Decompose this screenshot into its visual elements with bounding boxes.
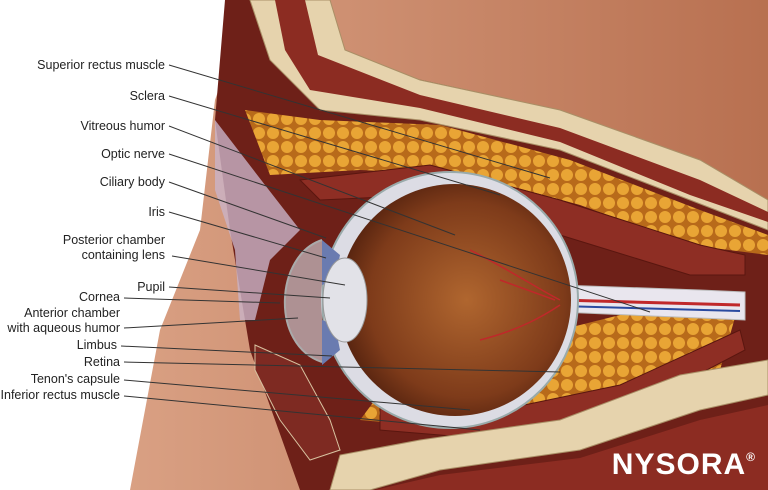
label-iris: Iris: [148, 205, 165, 219]
nysora-logo: NYSORA®: [612, 448, 756, 482]
leader-iris: [168, 211, 327, 259]
label-retina: Retina: [83, 355, 120, 369]
logo-registered-mark: ®: [746, 450, 756, 464]
label-tenons-capsule: Tenon's capsule: [30, 372, 120, 386]
label-optic-nerve: Optic nerve: [101, 147, 165, 161]
leader-vitreous: [168, 125, 456, 236]
label-cornea: Cornea: [79, 290, 120, 304]
vitreous-shape: [339, 184, 571, 416]
label-superior-rectus: Superior rectus muscle: [37, 58, 165, 72]
leader-inferior-rectus: [123, 395, 481, 431]
leader-tenons: [123, 379, 471, 411]
label-ciliary-body: Ciliary body: [99, 175, 165, 189]
label-anterior-chamber: Anterior chamber with aqueous humor: [7, 306, 120, 336]
leader-lines: [120, 64, 651, 431]
label-anterior-chamber-line1: Anterior chamber: [24, 306, 120, 320]
upper-eyelid: [215, 120, 300, 320]
label-posterior-chamber-line2: containing lens: [81, 248, 165, 262]
leader-posterior-chamber: [171, 255, 346, 286]
label-anterior-chamber-line2: with aqueous humor: [7, 321, 120, 335]
lower-eyelid: [254, 344, 341, 461]
label-posterior-chamber: Posterior chamber containing lens: [63, 233, 165, 263]
leader-limbus: [120, 345, 333, 357]
orbital-floor-bone: [329, 359, 768, 490]
leader-superior-rectus: [168, 64, 551, 179]
label-vitreous-humor: Vitreous humor: [80, 119, 165, 133]
leader-pupil: [168, 286, 331, 299]
superior-fat: [245, 110, 768, 255]
logo-text: NYSORA: [611, 448, 747, 481]
label-sclera: Sclera: [129, 89, 165, 103]
leader-retina: [123, 361, 561, 373]
maxillary-sinus: [375, 405, 768, 490]
lens-shape: [322, 257, 368, 343]
label-inferior-rectus: Inferior rectus muscle: [0, 388, 120, 402]
cornea-shape: [283, 239, 323, 363]
label-limbus: Limbus: [76, 338, 117, 352]
leader-cornea: [123, 297, 281, 304]
leader-sclera: [168, 95, 501, 196]
leader-ciliary-body: [168, 181, 327, 239]
leader-optic-nerve: [168, 153, 651, 313]
label-posterior-chamber-line1: Posterior chamber: [62, 233, 165, 247]
label-pupil: Pupil: [137, 280, 165, 294]
orbital-roof-marrow: [275, 0, 768, 222]
leader-anterior-chamber: [123, 317, 299, 329]
